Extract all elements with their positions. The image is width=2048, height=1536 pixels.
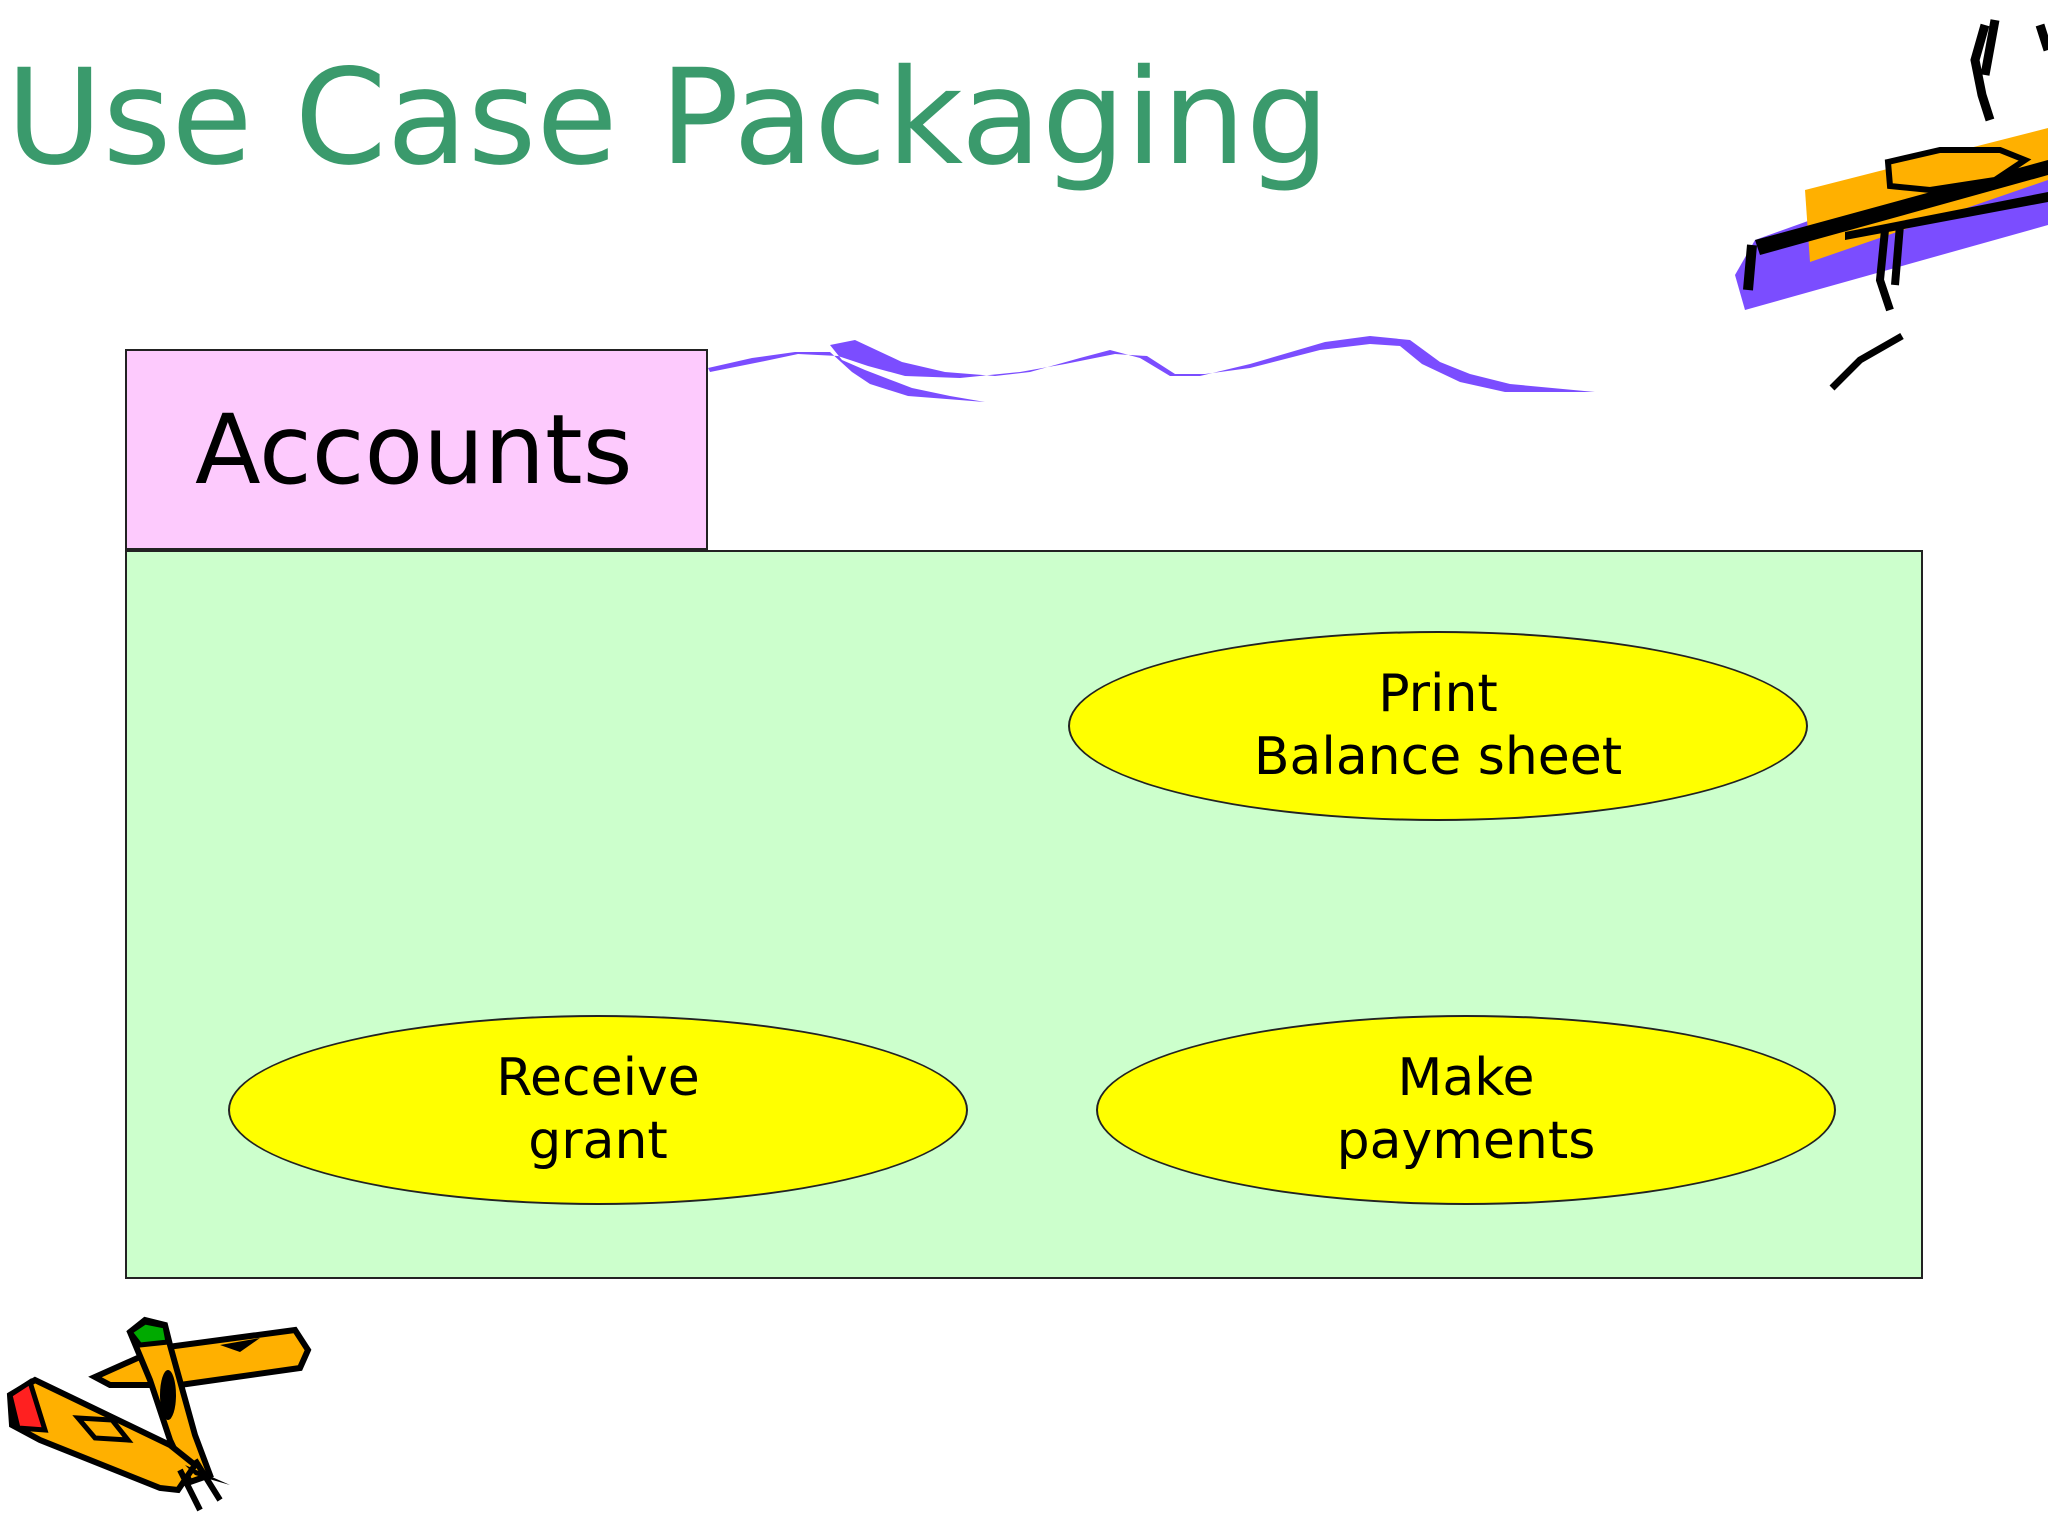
package-name: Accounts [195, 394, 633, 506]
package-tab [125, 349, 708, 550]
use-case-receive-grant: Receive grant [228, 1015, 968, 1205]
use-case-print-balance-sheet: Print Balance sheet [1068, 631, 1808, 821]
use-case-label-line2: payments [1336, 1111, 1596, 1171]
use-case-make-payments: Make payments [1096, 1015, 1836, 1205]
use-case-label-line2: Balance sheet [1253, 727, 1623, 787]
use-case-label-line1: Receive [496, 1047, 700, 1108]
use-case-label-line1: Print [1378, 663, 1498, 724]
use-case-label-line1: Make [1397, 1047, 1535, 1108]
slide-title: Use Case Packaging [6, 41, 1330, 195]
use-case-label-line2: grant [528, 1111, 668, 1171]
